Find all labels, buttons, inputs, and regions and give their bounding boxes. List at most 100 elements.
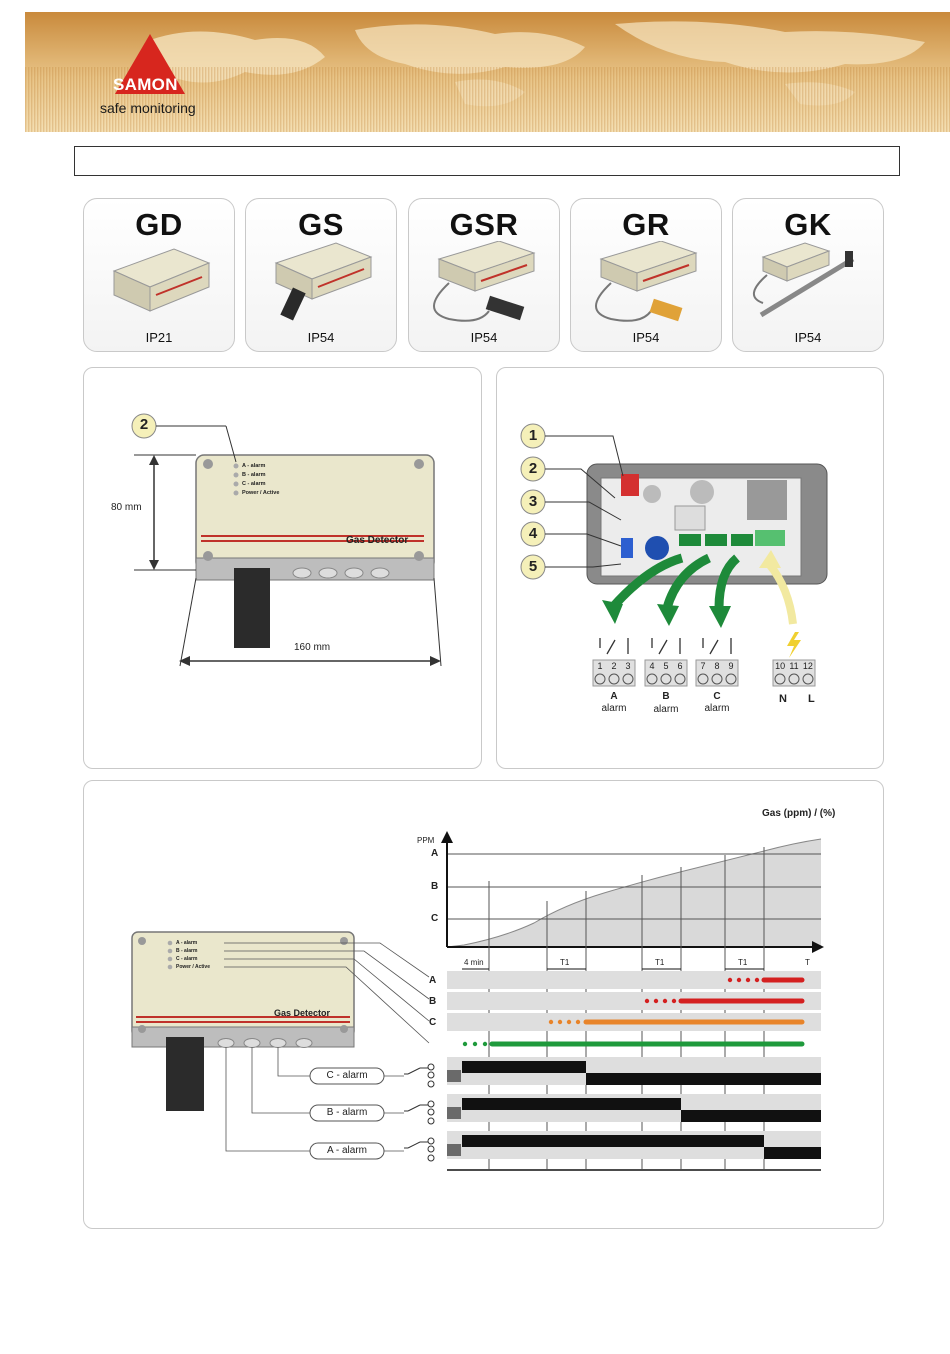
led-label: C - alarm — [176, 956, 198, 962]
detector-housing — [195, 454, 435, 571]
sensor-head — [166, 1037, 204, 1111]
relay-b-released — [681, 1110, 821, 1122]
model-card-gr: GR IP54 — [570, 198, 722, 352]
dimensions-drawing — [131, 413, 442, 667]
delay-label: 4 min — [464, 958, 484, 967]
neutral-label: N — [779, 693, 787, 705]
led-legend: A - alarm B - alarm C - alarm Power / Ac… — [176, 939, 210, 971]
model-card-gd: GD IP21 — [83, 198, 235, 352]
led-label: C - alarm — [242, 481, 266, 487]
relay-a-pill — [309, 1142, 385, 1160]
led-row-c-label: C — [429, 1017, 437, 1028]
led-legend: A - alarm B - alarm C - alarm Power / Ac… — [242, 462, 279, 498]
led-row-b — [447, 992, 821, 1010]
t1-label: T1 — [655, 958, 665, 967]
relay-b-energized — [462, 1098, 681, 1110]
model-code: GK — [784, 207, 832, 242]
dimensions-panel: 2 80 mm 160 mm Gas Detector A - alarm B … — [83, 367, 482, 769]
gas-detector-remote-sensor-yellow-icon — [595, 241, 698, 322]
protection-rating: IP21 — [145, 330, 173, 345]
device-label: Gas Detector — [346, 535, 409, 546]
led-label: B - alarm — [176, 948, 198, 954]
gas-detector-remote-sensor-icon — [433, 241, 536, 322]
relay-c-released — [586, 1073, 821, 1085]
t1-label: T1 — [738, 958, 748, 967]
callout-number: 2 — [528, 460, 538, 477]
led-label: Power / Active — [176, 964, 210, 970]
x-axis-label: T — [805, 958, 810, 967]
model-code: GD — [135, 207, 183, 242]
dip-switch — [621, 474, 639, 496]
callout-number: 5 — [528, 558, 538, 575]
level-a-label: A — [431, 848, 439, 859]
gas-curve-area — [447, 839, 821, 947]
relay-c-energized — [462, 1061, 586, 1073]
protection-rating: IP54 — [307, 330, 335, 345]
model-card-gsr: GSR IP54 — [408, 198, 560, 352]
relay-c-pill — [309, 1067, 385, 1085]
relay-b-pill — [309, 1104, 385, 1122]
relay-b-letter: B — [662, 691, 670, 702]
power-terminal — [755, 530, 785, 546]
timing-panel: Gas (ppm) / (%) PPM A B C T 4 min T1 T1 … — [83, 780, 884, 1229]
gas-axis-label: Gas (ppm) / (%) — [762, 808, 836, 819]
relay-b-label: B - alarm — [326, 1107, 368, 1118]
protection-rating: IP54 — [632, 330, 660, 345]
led-label: A - alarm — [176, 940, 198, 946]
gas-detector-box-icon — [112, 248, 211, 312]
model-code: GS — [298, 207, 344, 242]
gas-detector-with-sensor-icon — [274, 242, 373, 321]
callout-number: 1 — [528, 427, 538, 444]
led-row-a — [447, 971, 821, 989]
model-code: GR — [622, 207, 670, 242]
relay-b-word: alarm — [653, 704, 679, 715]
title-box — [74, 146, 900, 176]
led-label: Power / Active — [242, 490, 280, 496]
relay-c-label: C - alarm — [326, 1070, 368, 1081]
y-axis-label: PPM — [417, 836, 435, 845]
device-label: Gas Detector — [274, 1008, 331, 1018]
callout-number: 3 — [528, 493, 538, 510]
brand-name: SAMON — [113, 75, 178, 94]
header-banner: SAMON safe monitoring — [25, 12, 950, 132]
power-bolt-icon — [787, 632, 801, 658]
relay-a-label: A - alarm — [326, 1145, 367, 1156]
relay-a-energized — [462, 1135, 764, 1147]
model-card-gs: GS IP54 — [245, 198, 397, 352]
relay-a-released — [764, 1147, 821, 1159]
sensor-head — [234, 568, 270, 648]
samon-logo-triangle — [115, 34, 185, 94]
gas-detector-probe-icon — [753, 242, 855, 318]
wiring-drawing — [520, 423, 828, 687]
width-dimension-label: 160 mm — [294, 642, 331, 653]
world-map-background — [25, 12, 950, 132]
protection-rating: IP54 — [794, 330, 822, 345]
blue-jumper — [621, 538, 633, 558]
height-dimension-label: 80 mm — [111, 502, 142, 513]
relay-a-word: alarm — [601, 703, 627, 714]
led-label: B - alarm — [242, 472, 266, 478]
line-label: L — [808, 693, 815, 705]
relay-c-letter: C — [713, 691, 721, 702]
relay-a-letter: A — [610, 691, 618, 702]
timing-diagram — [131, 831, 824, 1171]
callout-number: 4 — [528, 525, 538, 542]
led-row-a-label: A — [429, 975, 437, 986]
led-row-b-label: B — [429, 996, 437, 1007]
callout-number: 2 — [139, 416, 149, 433]
model-code: GSR — [449, 207, 519, 242]
potentiometer — [645, 536, 669, 560]
level-c-label: C — [431, 913, 439, 924]
relay-c-word: alarm — [704, 703, 730, 714]
brand-tagline: safe monitoring — [100, 100, 196, 116]
level-b-label: B — [431, 881, 439, 892]
led-label: A - alarm — [242, 463, 266, 469]
protection-rating: IP54 — [470, 330, 498, 345]
model-card-gk: GK IP54 — [732, 198, 884, 352]
t1-label: T1 — [560, 958, 570, 967]
